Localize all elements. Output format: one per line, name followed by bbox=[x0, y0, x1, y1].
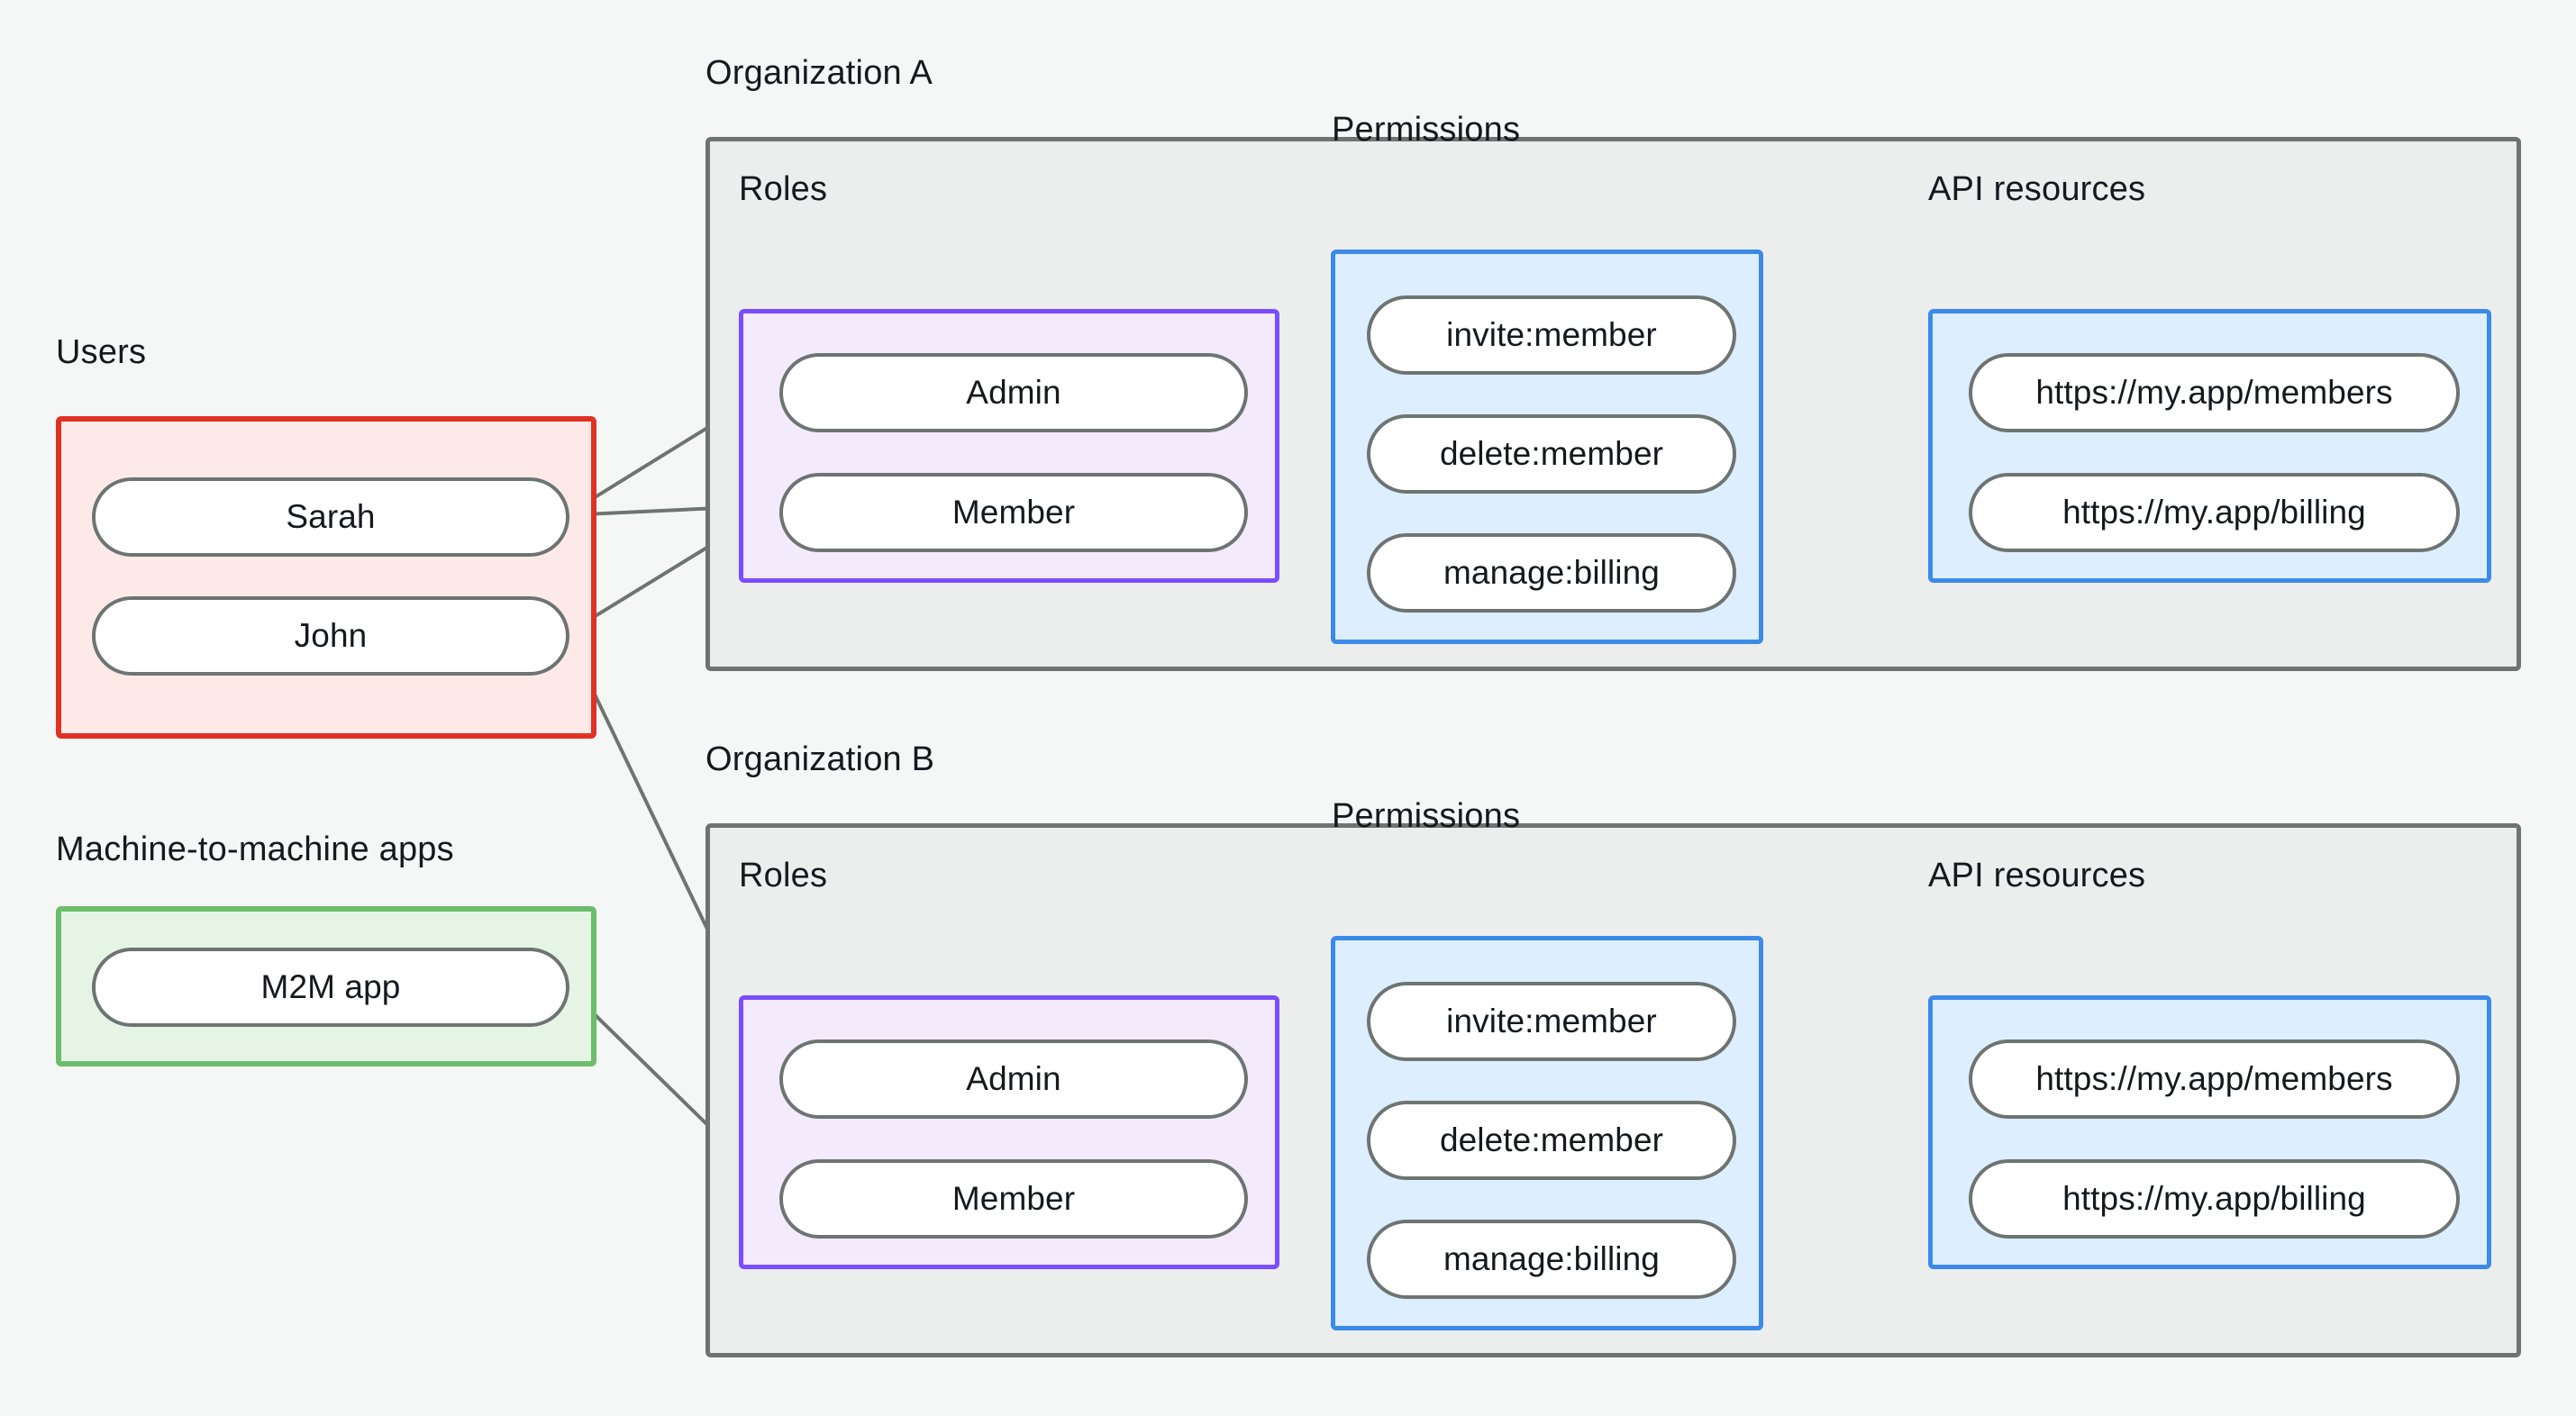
org-a-permission-manage-billing[interactable]: manage:billing bbox=[1367, 533, 1736, 613]
user-node-sarah[interactable]: Sarah bbox=[92, 477, 569, 557]
m2m-caption: Machine-to-machine apps bbox=[56, 831, 454, 868]
org-b-api-resource-billing[interactable]: https://my.app/billing bbox=[1969, 1159, 2460, 1239]
m2m-node-app[interactable]: M2M app bbox=[92, 948, 569, 1027]
org-a-caption: Organization A bbox=[705, 54, 933, 92]
org-a-api-group: https://my.app/members https://my.app/bi… bbox=[1928, 309, 2491, 583]
user-node-john[interactable]: John bbox=[92, 596, 569, 676]
org-b-roles-group: Admin Member bbox=[739, 995, 1279, 1269]
org-a-roles-group: Admin Member bbox=[739, 309, 1279, 583]
org-a-permission-delete-member[interactable]: delete:member bbox=[1367, 414, 1736, 494]
org-b-roles-caption: Roles bbox=[739, 857, 828, 894]
org-a-role-admin[interactable]: Admin bbox=[779, 353, 1248, 432]
org-b-group: Roles Admin Member Permissions invite:me… bbox=[705, 797, 2521, 1357]
org-a-permissions-group: invite:member delete:member manage:billi… bbox=[1331, 250, 1763, 644]
org-b-permission-manage-billing[interactable]: manage:billing bbox=[1367, 1220, 1736, 1299]
m2m-group: M2M app bbox=[56, 906, 596, 1067]
org-a-role-member[interactable]: Member bbox=[779, 473, 1248, 552]
org-a-group: Roles Admin Member Permissions invite:me… bbox=[705, 111, 2521, 671]
org-b-api-caption: API resources bbox=[1928, 857, 2146, 894]
org-b-permissions-caption: Permissions bbox=[1332, 797, 1521, 835]
users-group: Sarah John bbox=[56, 416, 596, 739]
org-b-permission-delete-member[interactable]: delete:member bbox=[1367, 1101, 1736, 1180]
org-a-api-caption: API resources bbox=[1928, 170, 2146, 208]
org-b-role-admin[interactable]: Admin bbox=[779, 1039, 1248, 1119]
org-b-role-member[interactable]: Member bbox=[779, 1159, 1248, 1239]
org-a-api-resource-members[interactable]: https://my.app/members bbox=[1969, 353, 2460, 432]
org-b-api-resource-members[interactable]: https://my.app/members bbox=[1969, 1039, 2460, 1119]
org-a-api-resource-billing[interactable]: https://my.app/billing bbox=[1969, 473, 2460, 552]
org-a-permissions-caption: Permissions bbox=[1332, 111, 1521, 149]
org-a-permission-invite-member[interactable]: invite:member bbox=[1367, 295, 1736, 375]
org-b-caption: Organization B bbox=[705, 740, 935, 778]
org-b-permissions-group: invite:member delete:member manage:billi… bbox=[1331, 936, 1763, 1330]
users-caption: Users bbox=[56, 333, 147, 371]
org-a-roles-caption: Roles bbox=[739, 170, 828, 208]
org-b-api-group: https://my.app/members https://my.app/bi… bbox=[1928, 995, 2491, 1269]
org-b-permission-invite-member[interactable]: invite:member bbox=[1367, 982, 1736, 1061]
